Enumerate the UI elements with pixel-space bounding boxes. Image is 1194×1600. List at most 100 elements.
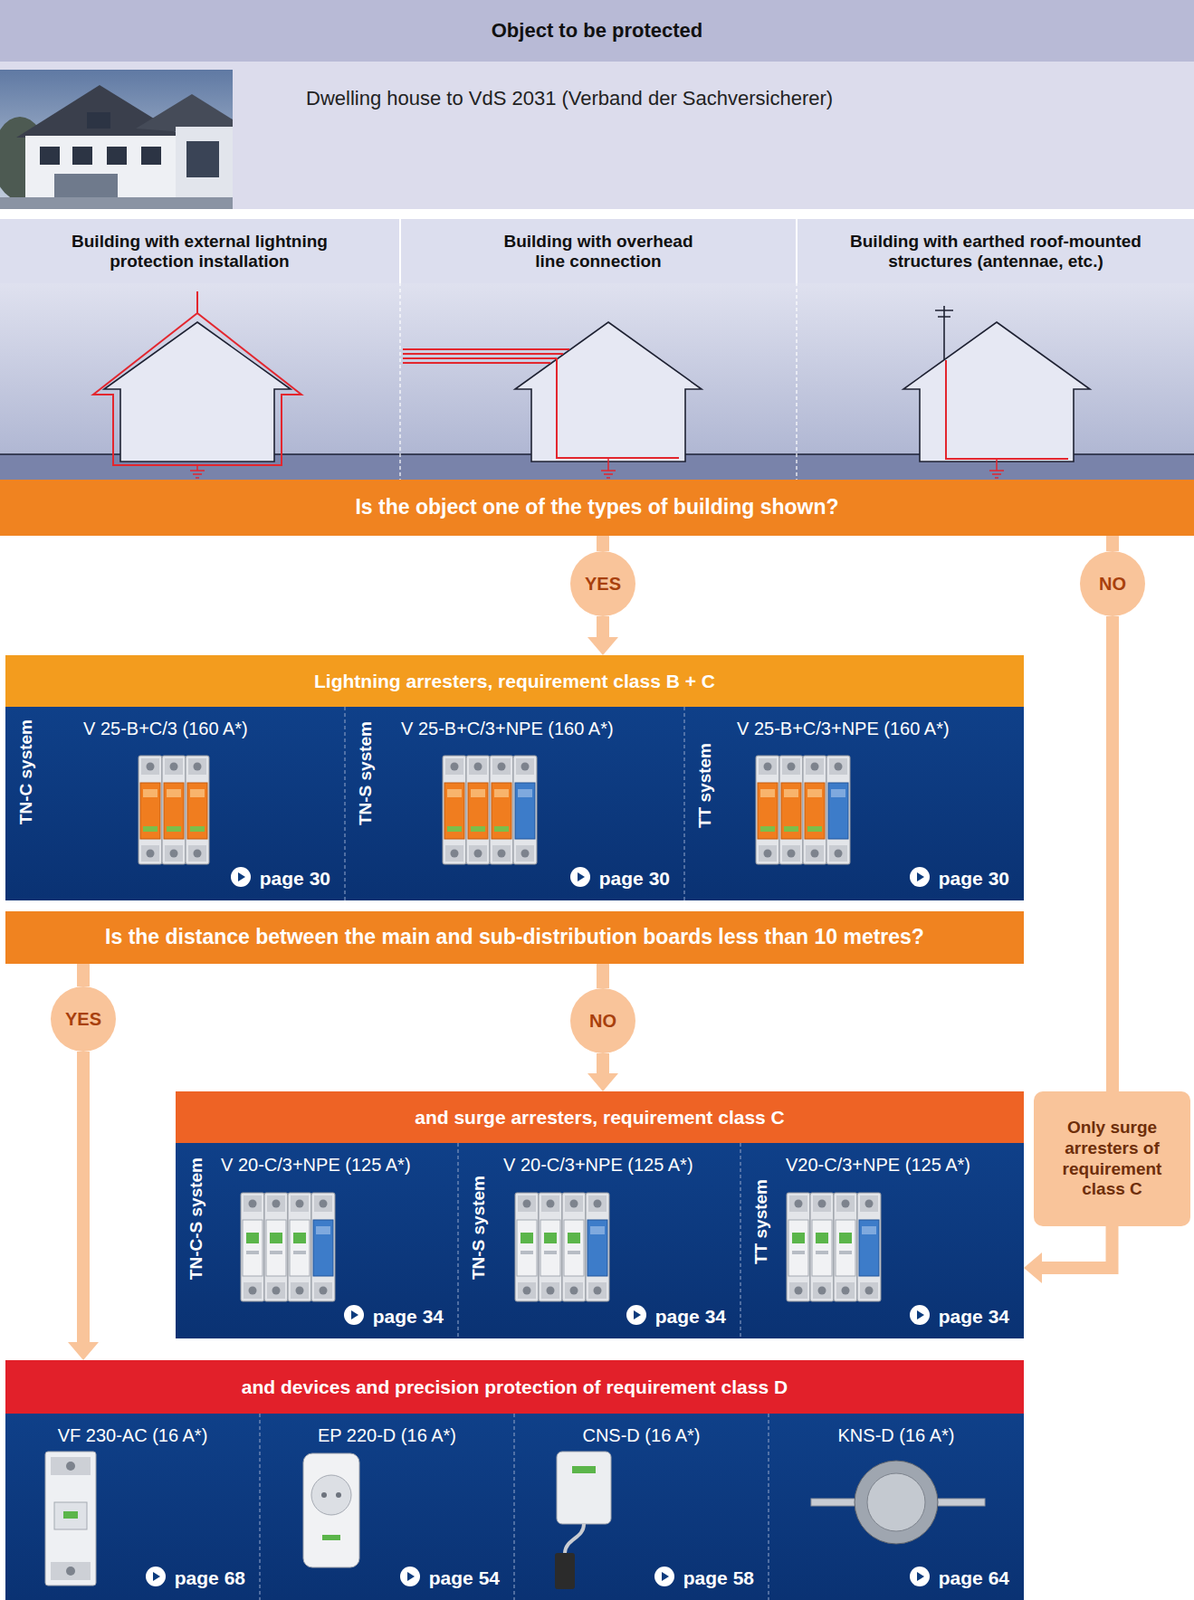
art-shape [989, 458, 1004, 478]
system-label: TN-C system [16, 719, 37, 825]
arrow-head [587, 1073, 619, 1092]
flow-arrow [1112, 616, 1114, 1092]
flow-arrow [83, 964, 85, 987]
page-reference: page 30 [259, 868, 331, 890]
flow-line [1041, 1226, 1113, 1269]
house-with-antenna [903, 305, 1090, 478]
product-tile: EP 220-D (16 A*) page 54 [259, 1413, 515, 1600]
product-tile: VF 230-AC (16 A*) page 68 [5, 1413, 260, 1600]
building-caption: Building with earthed roof-mounted struc… [823, 231, 1168, 272]
page-reference: page 54 [429, 1567, 500, 1590]
page-reference: page 34 [938, 1306, 1010, 1328]
object-description: Dwelling house to VdS 2031 (Verband der … [305, 86, 833, 111]
model-name: VF 230-AC (16 A*) [10, 1424, 255, 1447]
system-label: TT system [751, 1179, 772, 1265]
page-reference: page 68 [174, 1567, 246, 1590]
flow-line [76, 1051, 90, 1344]
model-name: V 25-B+C/3 (160 A*) [83, 717, 249, 740]
arrow-head [587, 637, 619, 656]
art-shape [945, 360, 1069, 459]
art-shape [93, 291, 302, 466]
flow-line [596, 616, 610, 639]
panel-ground [0, 61, 1194, 210]
art-shape [54, 173, 118, 200]
art-shape [106, 146, 127, 165]
flow-line [76, 964, 90, 987]
flow-arrow [602, 964, 604, 989]
product-tile: TN-S system V 25-B+C/3+NPE (160 A*) page 3… [344, 706, 685, 901]
art-shape [935, 305, 954, 361]
product-group: and surge arresters, requirement class C… [175, 1091, 1024, 1339]
house-photo [0, 69, 233, 210]
answer-circle: YES [570, 551, 636, 617]
header-text: Object to be protected [491, 19, 703, 43]
model-name: EP 220-D (16 A*) [265, 1424, 509, 1447]
art-shape [141, 146, 162, 165]
system-label: TN-C-S system [186, 1157, 207, 1280]
page-reference: page 34 [655, 1306, 726, 1328]
answer-circle: NO [570, 988, 636, 1054]
arrow-head [67, 1342, 99, 1361]
flow-line [1106, 616, 1119, 1092]
art-shape [402, 349, 679, 459]
page-reference: page 64 [938, 1567, 1010, 1590]
product-tile: TT systemV 25-B+C/3+NPE (160 A*)page 30 [684, 706, 1024, 901]
art-shape [86, 112, 111, 129]
answer-circle: YES [50, 986, 116, 1052]
model-name: V 20-C/3+NPE (125 A*) [220, 1154, 411, 1176]
page-reference: page 30 [938, 868, 1010, 890]
answer-text: YES [584, 573, 621, 594]
art-shape [903, 322, 1090, 462]
answer-text: NO [589, 1011, 617, 1032]
building-caption: Building with external lightning protect… [47, 231, 352, 272]
question-text: Is the object one of the types of buildi… [354, 495, 839, 521]
header-band: Object to be protected [0, 0, 1194, 62]
answer-text: YES [65, 1009, 102, 1030]
model-name: V 25-B+C/3+NPE (160 A*) [401, 717, 614, 740]
art-shape [104, 322, 291, 462]
product-tile: TN-C-S system V 20-C/3+NPE (125 A*) page 3… [175, 1143, 459, 1339]
art-shape [186, 141, 220, 178]
flow-arrow [67, 1051, 99, 1361]
model-name: V20-C/3+NPE (125 A*) [785, 1154, 971, 1176]
system-label: TT system [695, 743, 716, 829]
page-reference: page 30 [599, 868, 670, 890]
system-label: TN-S system [355, 721, 376, 826]
product-group: and devices and precision protection of … [5, 1360, 1024, 1600]
product-group: Lightning arresters, requirement class B… [5, 655, 1024, 901]
art-shape [601, 458, 616, 478]
flow-line [596, 1053, 610, 1075]
group-heading: and devices and precision protection of … [14, 1375, 1015, 1399]
flow-line [1106, 535, 1119, 552]
art-shape [25, 135, 178, 200]
question-text: Is the distance between the main and sub… [105, 925, 925, 951]
house-with-lps [93, 291, 302, 478]
answer-circle: NO [1079, 551, 1146, 617]
art-shape [0, 69, 233, 210]
product-tile: TN-S systemV 20-C/3+NPE (125 A*)page 34 [458, 1143, 741, 1339]
model-name: CNS-D (16 A*) [519, 1424, 764, 1447]
object-panel: Dwelling house to VdS 2031 (Verband der … [232, 61, 1194, 210]
group-heading: Lightning arresters, requirement class B… [14, 669, 1015, 693]
page-reference: page 58 [683, 1567, 755, 1590]
flow-arrow [1023, 1226, 1113, 1284]
system-label: TN-S system [468, 1175, 489, 1280]
model-name: KNS-D (16 A*) [773, 1424, 1019, 1447]
product-tile: TT system V20-C/3+NPE (125 A*) page 34 [740, 1143, 1024, 1339]
flow-arrow [587, 616, 619, 656]
product-tile: KNS-D (16 A*) page 64 [768, 1413, 1024, 1600]
product-tile: TN-C system V 25-B+C/3 (160 A*) page 30 [5, 706, 345, 901]
answer-text: NO [1098, 573, 1127, 594]
flow-arrow [602, 535, 604, 552]
flow-arrow [1112, 535, 1114, 552]
group-heading: and surge arresters, requirement class C [184, 1106, 1015, 1129]
flow-arrow [587, 1053, 619, 1092]
art-shape [39, 146, 60, 165]
art-shape [0, 197, 233, 210]
product-tile: CNS-D (16 A*) page 58 [514, 1413, 769, 1600]
page-reference: page 34 [372, 1306, 444, 1328]
building-type-header: Building with external lightning protect… [0, 219, 400, 284]
building-type-header: Building with overhead line connection [401, 219, 796, 284]
art-shape [190, 465, 205, 478]
